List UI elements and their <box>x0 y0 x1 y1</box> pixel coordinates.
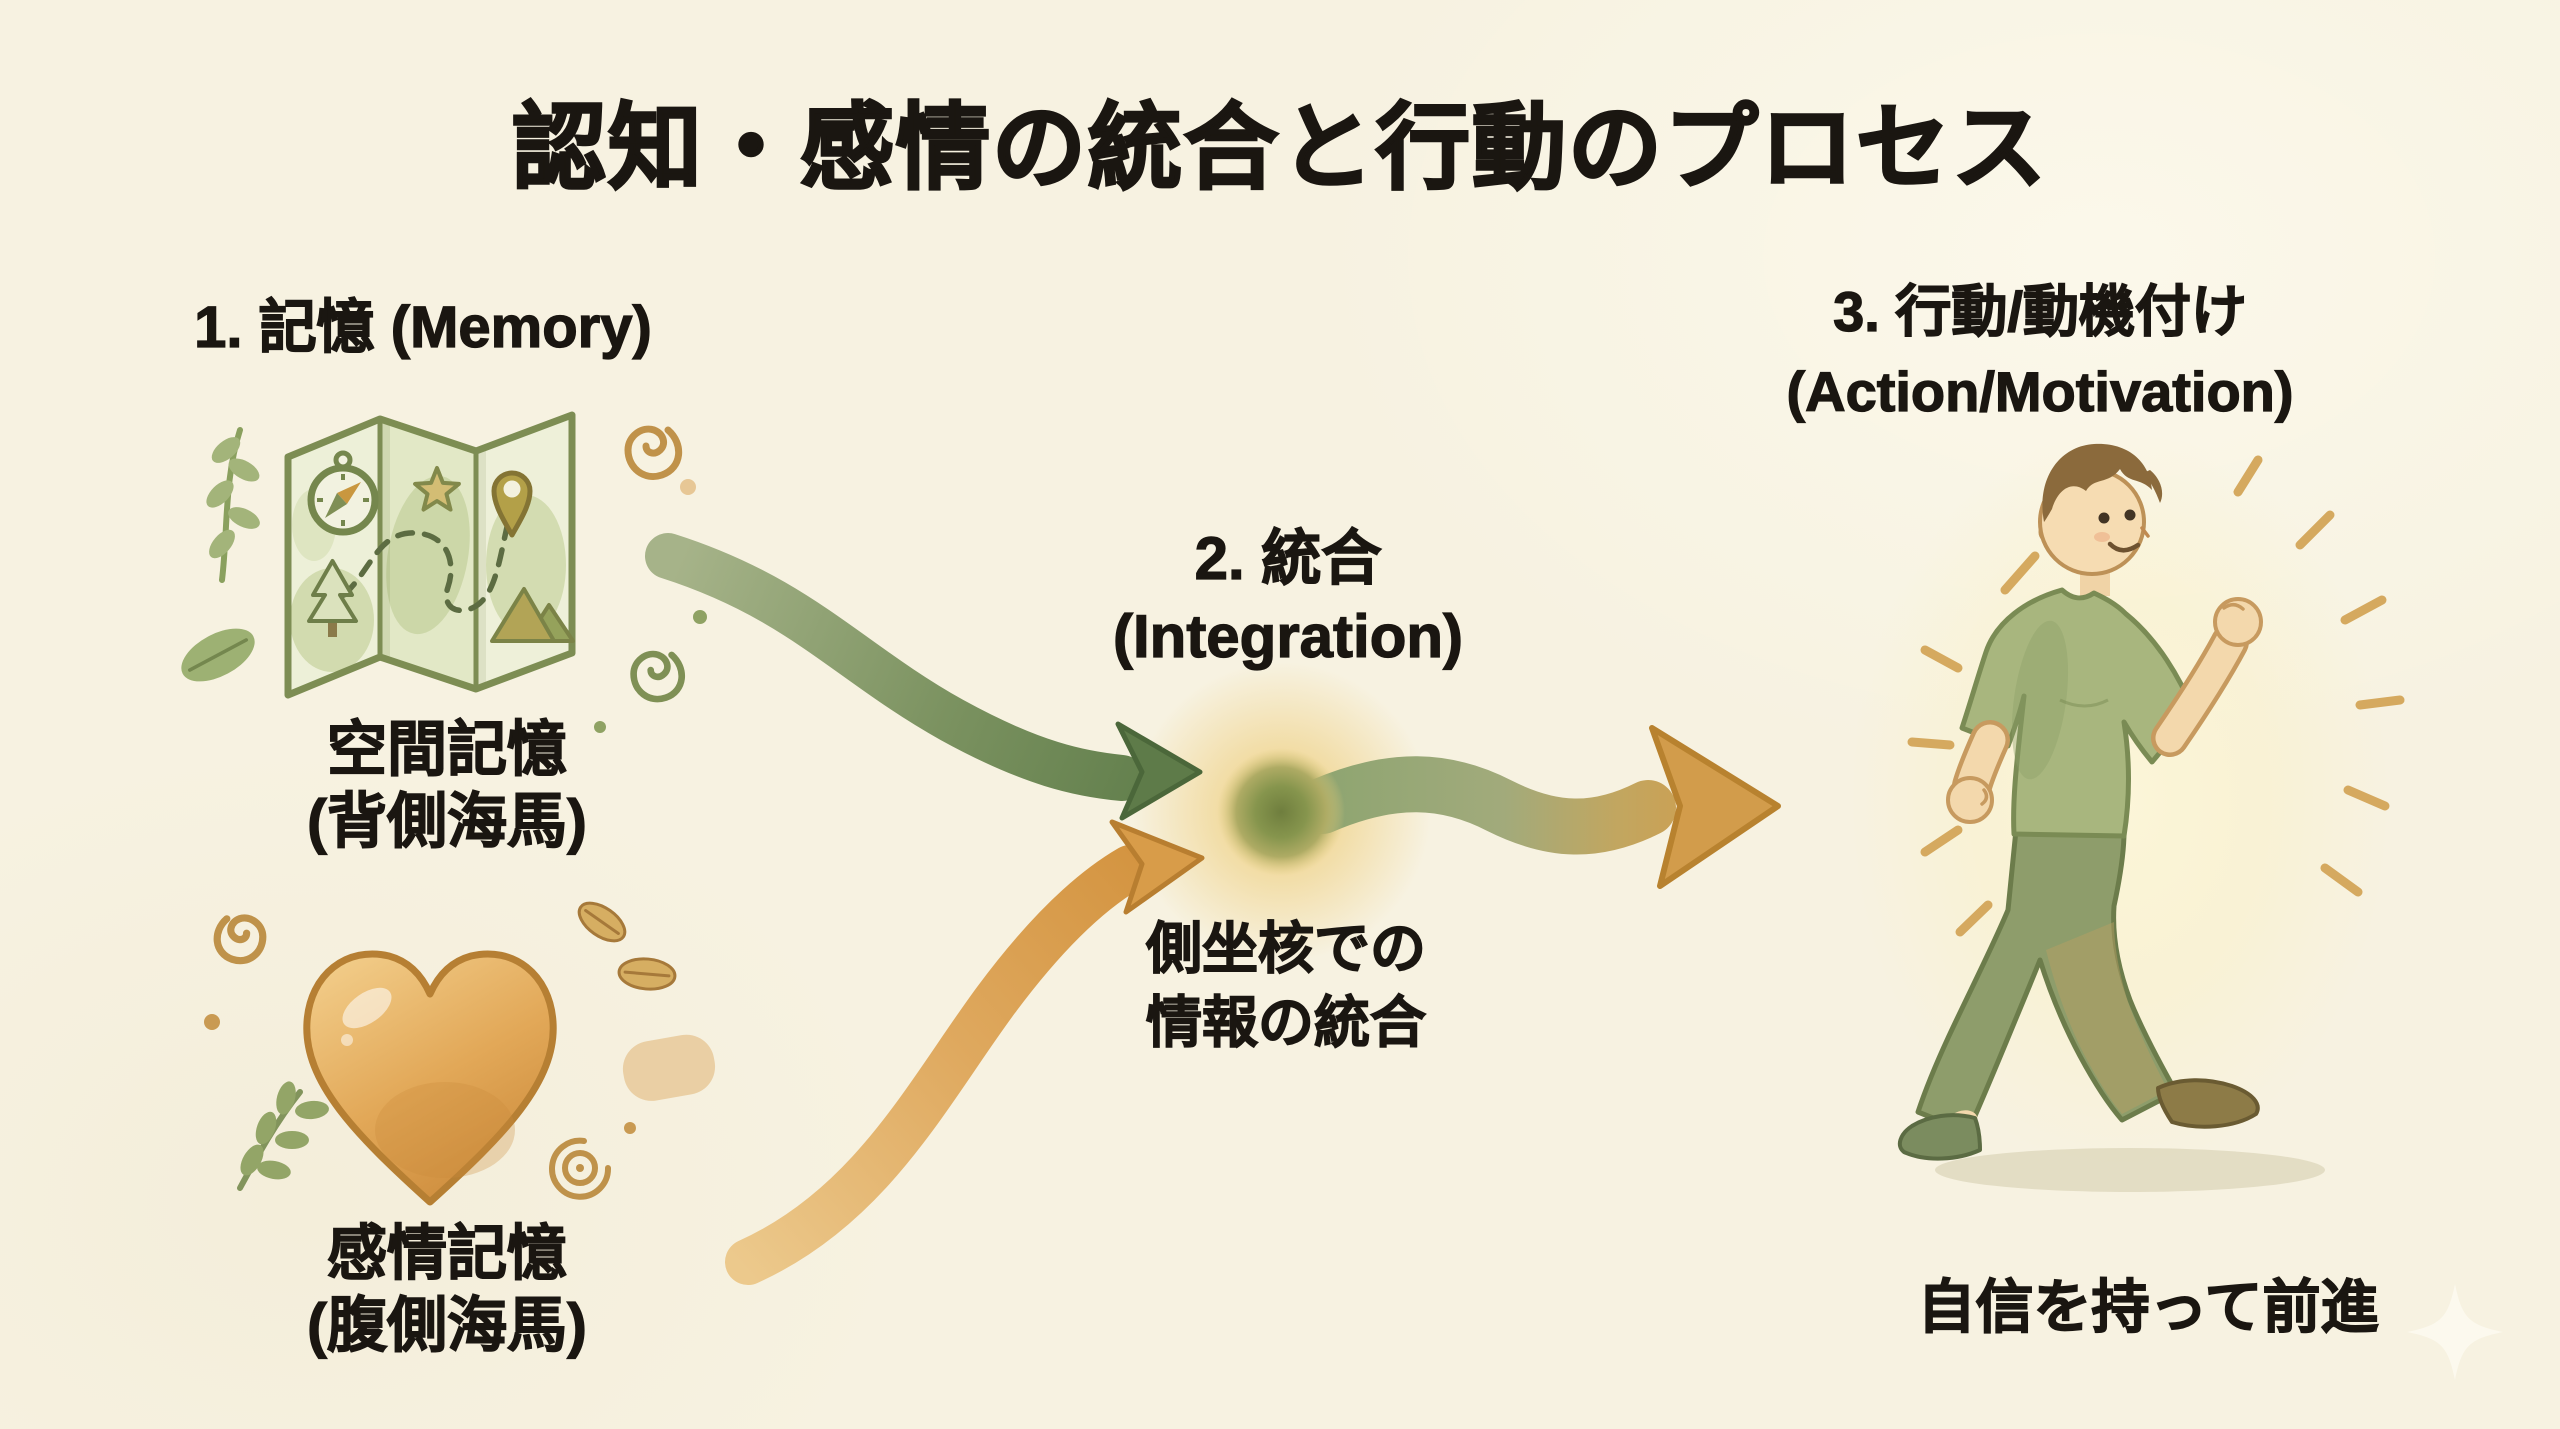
green-spiral-icon <box>630 650 685 703</box>
front-arm <box>2151 597 2263 757</box>
emotional-memory-caption: 感情記憶 (腹側海馬) <box>306 1218 587 1362</box>
shirt-shading <box>2011 620 2069 780</box>
dot <box>693 610 707 624</box>
dot <box>594 721 606 733</box>
smile <box>2107 541 2141 553</box>
heart-icon <box>303 950 557 1206</box>
sparkle-icon <box>2407 1284 2503 1380</box>
gold-spiral-icon <box>624 425 683 480</box>
emotional-memory-line2: (腹側海馬) <box>306 1291 587 1359</box>
dot <box>624 1122 636 1134</box>
action-caption: 自信を持って前進 <box>1917 1274 2379 1340</box>
compass-icon <box>307 450 379 536</box>
hair <box>2042 443 2152 522</box>
step2-label-line1: 2. 統合 <box>1194 524 1382 592</box>
dot <box>204 1014 220 1030</box>
emotional-memory-line1: 感情記憶 <box>326 1219 567 1287</box>
gold-output-arrow-icon <box>1294 725 1781 889</box>
leaf-branch-icon <box>206 427 260 583</box>
leaf-icon <box>181 628 255 682</box>
tan-swatch <box>622 1034 716 1101</box>
step3-action-label: 3. 行動/動機付け (Action/Motivation) <box>1786 272 2294 432</box>
step1-memory-label: 1. 記憶 (Memory) <box>194 294 653 360</box>
step3-label-line1: 3. 行動/動機付け <box>1832 279 2247 343</box>
back-arm <box>1946 720 2010 824</box>
spatial-memory-caption: 空間記憶 (背側海馬) <box>306 714 587 858</box>
radiance-rays <box>1907 455 2405 937</box>
gold-leaf-icon <box>617 957 677 991</box>
gold-spiral-icon <box>213 914 267 965</box>
integration-caption: 側坐核での 情報の統合 <box>1145 912 1426 1060</box>
step2-integration-label: 2. 統合 (Integration) <box>1112 520 1463 676</box>
front-shoe <box>2156 1078 2260 1129</box>
spatial-memory-line1: 空間記憶 <box>326 715 567 783</box>
spatial-memory-line2: (背側海馬) <box>306 787 587 855</box>
route-path <box>341 524 510 614</box>
step3-label-line2: (Action/Motivation) <box>1786 359 2294 423</box>
olive-branch-icon <box>237 1081 329 1191</box>
pine-tree-icon <box>307 559 358 637</box>
shirt <box>1959 587 2197 839</box>
nose <box>2140 526 2150 538</box>
integration-node-icon <box>1217 748 1345 876</box>
back-shoe <box>1897 1113 1982 1161</box>
blush <box>2094 532 2110 542</box>
head <box>2038 443 2163 576</box>
star-icon <box>413 466 461 512</box>
integration-caption-line1: 側坐核での <box>1145 916 1426 980</box>
shirt-crease <box>2059 698 2109 708</box>
rings-spiral-icon <box>549 1137 612 1200</box>
walking-person-icon <box>1897 443 2405 1192</box>
integration-caption-line2: 情報の統合 <box>1145 990 1426 1054</box>
eye <box>2124 509 2136 521</box>
ground-shadow <box>1935 1148 2325 1192</box>
green-spatial-arrow-icon <box>645 533 1203 821</box>
eye <box>2098 512 2110 524</box>
step2-label-line2: (Integration) <box>1112 602 1463 670</box>
dot <box>680 479 696 495</box>
map-icon <box>284 411 576 699</box>
mountains-icon <box>490 587 575 643</box>
location-pin-icon <box>491 470 533 538</box>
pants <box>1915 827 2179 1135</box>
pants-shading <box>2046 922 2168 1114</box>
gold-leaf-icon <box>577 901 627 943</box>
orange-emotional-arrow-icon <box>725 819 1205 1285</box>
page-title: 認知・感情の統合と行動のプロセス <box>511 94 2049 202</box>
